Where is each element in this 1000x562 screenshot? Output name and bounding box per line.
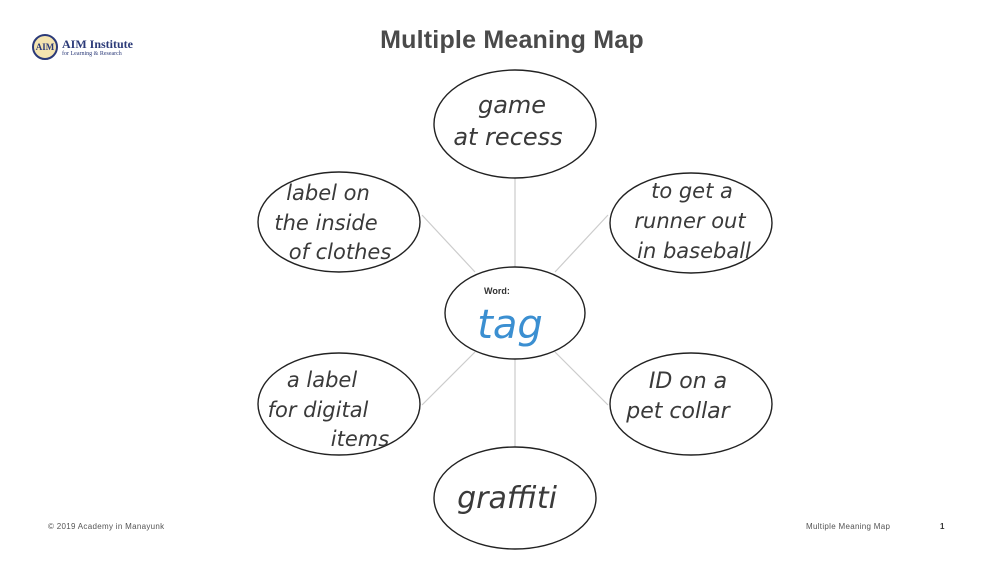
meaning-bottom-line-1: graffiti bbox=[457, 481, 558, 516]
footer-title: Multiple Meaning Map bbox=[806, 522, 891, 531]
footer-copyright: © 2019 Academy in Manayunk bbox=[48, 522, 165, 531]
oval-top-right bbox=[609, 172, 773, 274]
oval-bottom-right bbox=[609, 352, 773, 456]
meaning-top: game at recess bbox=[453, 91, 562, 151]
meaning-top-right: to get a runner out in baseball bbox=[634, 179, 751, 263]
meaning-bottom-left-line-2: for digital bbox=[268, 398, 369, 422]
meaning-top-left: label on the inside of clothes bbox=[274, 181, 391, 264]
oval-top-left bbox=[257, 171, 421, 273]
meaning-top-left-line-3: of clothes bbox=[289, 240, 392, 264]
page-title: Multiple Meaning Map bbox=[380, 26, 644, 54]
meaning-bottom-left: a label for digital items bbox=[268, 368, 390, 451]
footer-page-number: 1 bbox=[940, 522, 945, 531]
logo-name: AIM Institute bbox=[62, 36, 133, 51]
center-word-label: Word: bbox=[484, 286, 510, 296]
connector-bottom-right bbox=[554, 351, 609, 406]
meaning-bottom-right: ID on a pet collar bbox=[625, 369, 731, 424]
meaning-top-line-2: at recess bbox=[453, 123, 562, 151]
meaning-top-left-line-2: the inside bbox=[274, 211, 377, 235]
meaning-top-right-line-2: runner out bbox=[634, 209, 746, 233]
meaning-top-line-1: game bbox=[478, 91, 546, 119]
oval-bottom bbox=[433, 446, 597, 550]
meaning-bottom-left-line-1: a label bbox=[287, 368, 357, 392]
oval-bottom-left bbox=[257, 352, 421, 456]
oval-top bbox=[433, 69, 597, 179]
connector-top-left bbox=[421, 214, 476, 273]
meaning-bottom-left-line-3: items bbox=[331, 427, 389, 451]
logo-subtitle: for Learning & Research bbox=[62, 50, 122, 57]
connectors bbox=[421, 178, 609, 447]
meaning-top-right-line-3: in baseball bbox=[637, 239, 751, 263]
connector-bottom-left bbox=[421, 351, 476, 406]
connector-top-right bbox=[554, 214, 609, 273]
center-word: tag bbox=[477, 302, 543, 348]
meaning-top-right-line-1: to get a bbox=[651, 179, 733, 203]
aim-institute-logo: AIM AIM Institute for Learning & Researc… bbox=[32, 34, 133, 60]
oval-center bbox=[444, 266, 586, 360]
logo-text: AIM Institute for Learning & Research bbox=[62, 38, 133, 57]
meaning-bottom: graffiti bbox=[457, 481, 558, 516]
meaning-bottom-right-line-1: ID on a bbox=[649, 369, 727, 394]
meaning-bottom-right-line-2: pet collar bbox=[625, 399, 731, 424]
logo-seal-icon: AIM bbox=[32, 34, 58, 60]
meaning-top-left-line-1: label on bbox=[286, 181, 370, 205]
